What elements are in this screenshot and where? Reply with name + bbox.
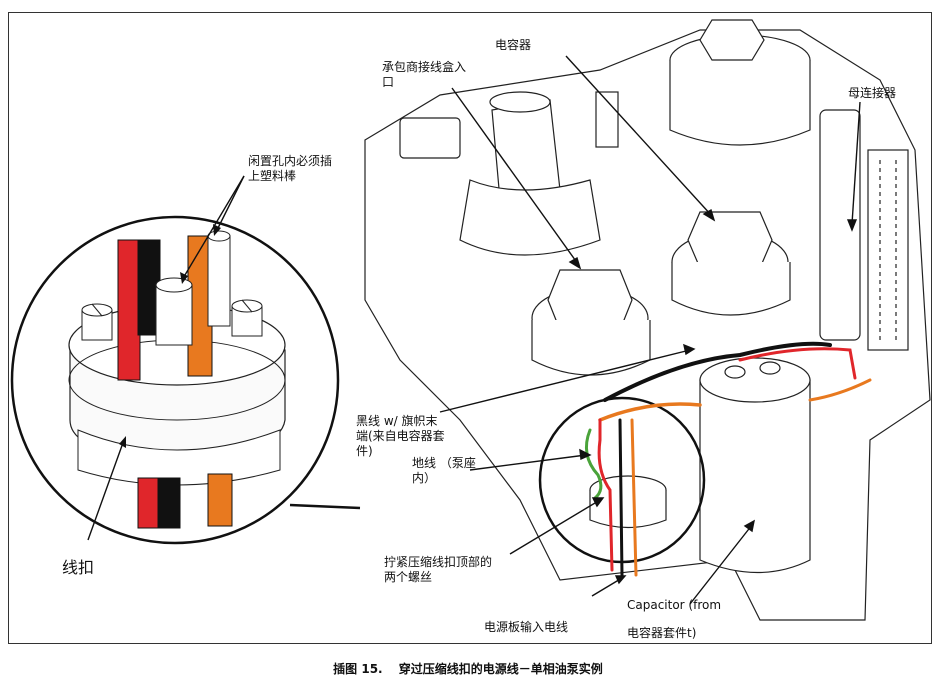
red-wire <box>117 239 141 381</box>
label-contractor-entry: 承包商接线盒入 口 <box>382 60 467 89</box>
caption-text: 穿过压缩线扣的电源线－单相油泵实例 <box>398 662 603 676</box>
figure-frame <box>8 12 932 644</box>
magnified-grommet-view <box>10 175 340 545</box>
plastic-plug <box>155 284 193 346</box>
pump-assembly <box>364 19 931 621</box>
label-black-wire: 黑线 w/ 旗帜末 端(来自电容器套 件) <box>356 414 445 458</box>
label-capacitor-top: 电容器 <box>495 38 532 52</box>
label-female-connector: 母连接器 <box>848 86 897 100</box>
label-screws: 拧紧压缩线扣顶部的 两个螺丝 <box>384 555 493 584</box>
label-power-input: 电源板输入电线 <box>484 620 569 634</box>
label-plug-note: 闲置孔内必须插 上塑料棒 <box>248 154 333 183</box>
figure-caption: 插图 15. 穿过压缩线扣的电源线－单相油泵实例 <box>0 660 936 677</box>
caption-prefix: 插图 15. <box>333 662 383 676</box>
label-capacitor-kit: 电容器套件t) <box>627 626 697 640</box>
label-grommet: 线扣 <box>62 558 95 577</box>
label-ground-wire: 地线 （泵座 内） <box>412 456 476 485</box>
label-capacitor-from: Capacitor (from <box>627 598 722 612</box>
capacitor <box>699 379 811 573</box>
